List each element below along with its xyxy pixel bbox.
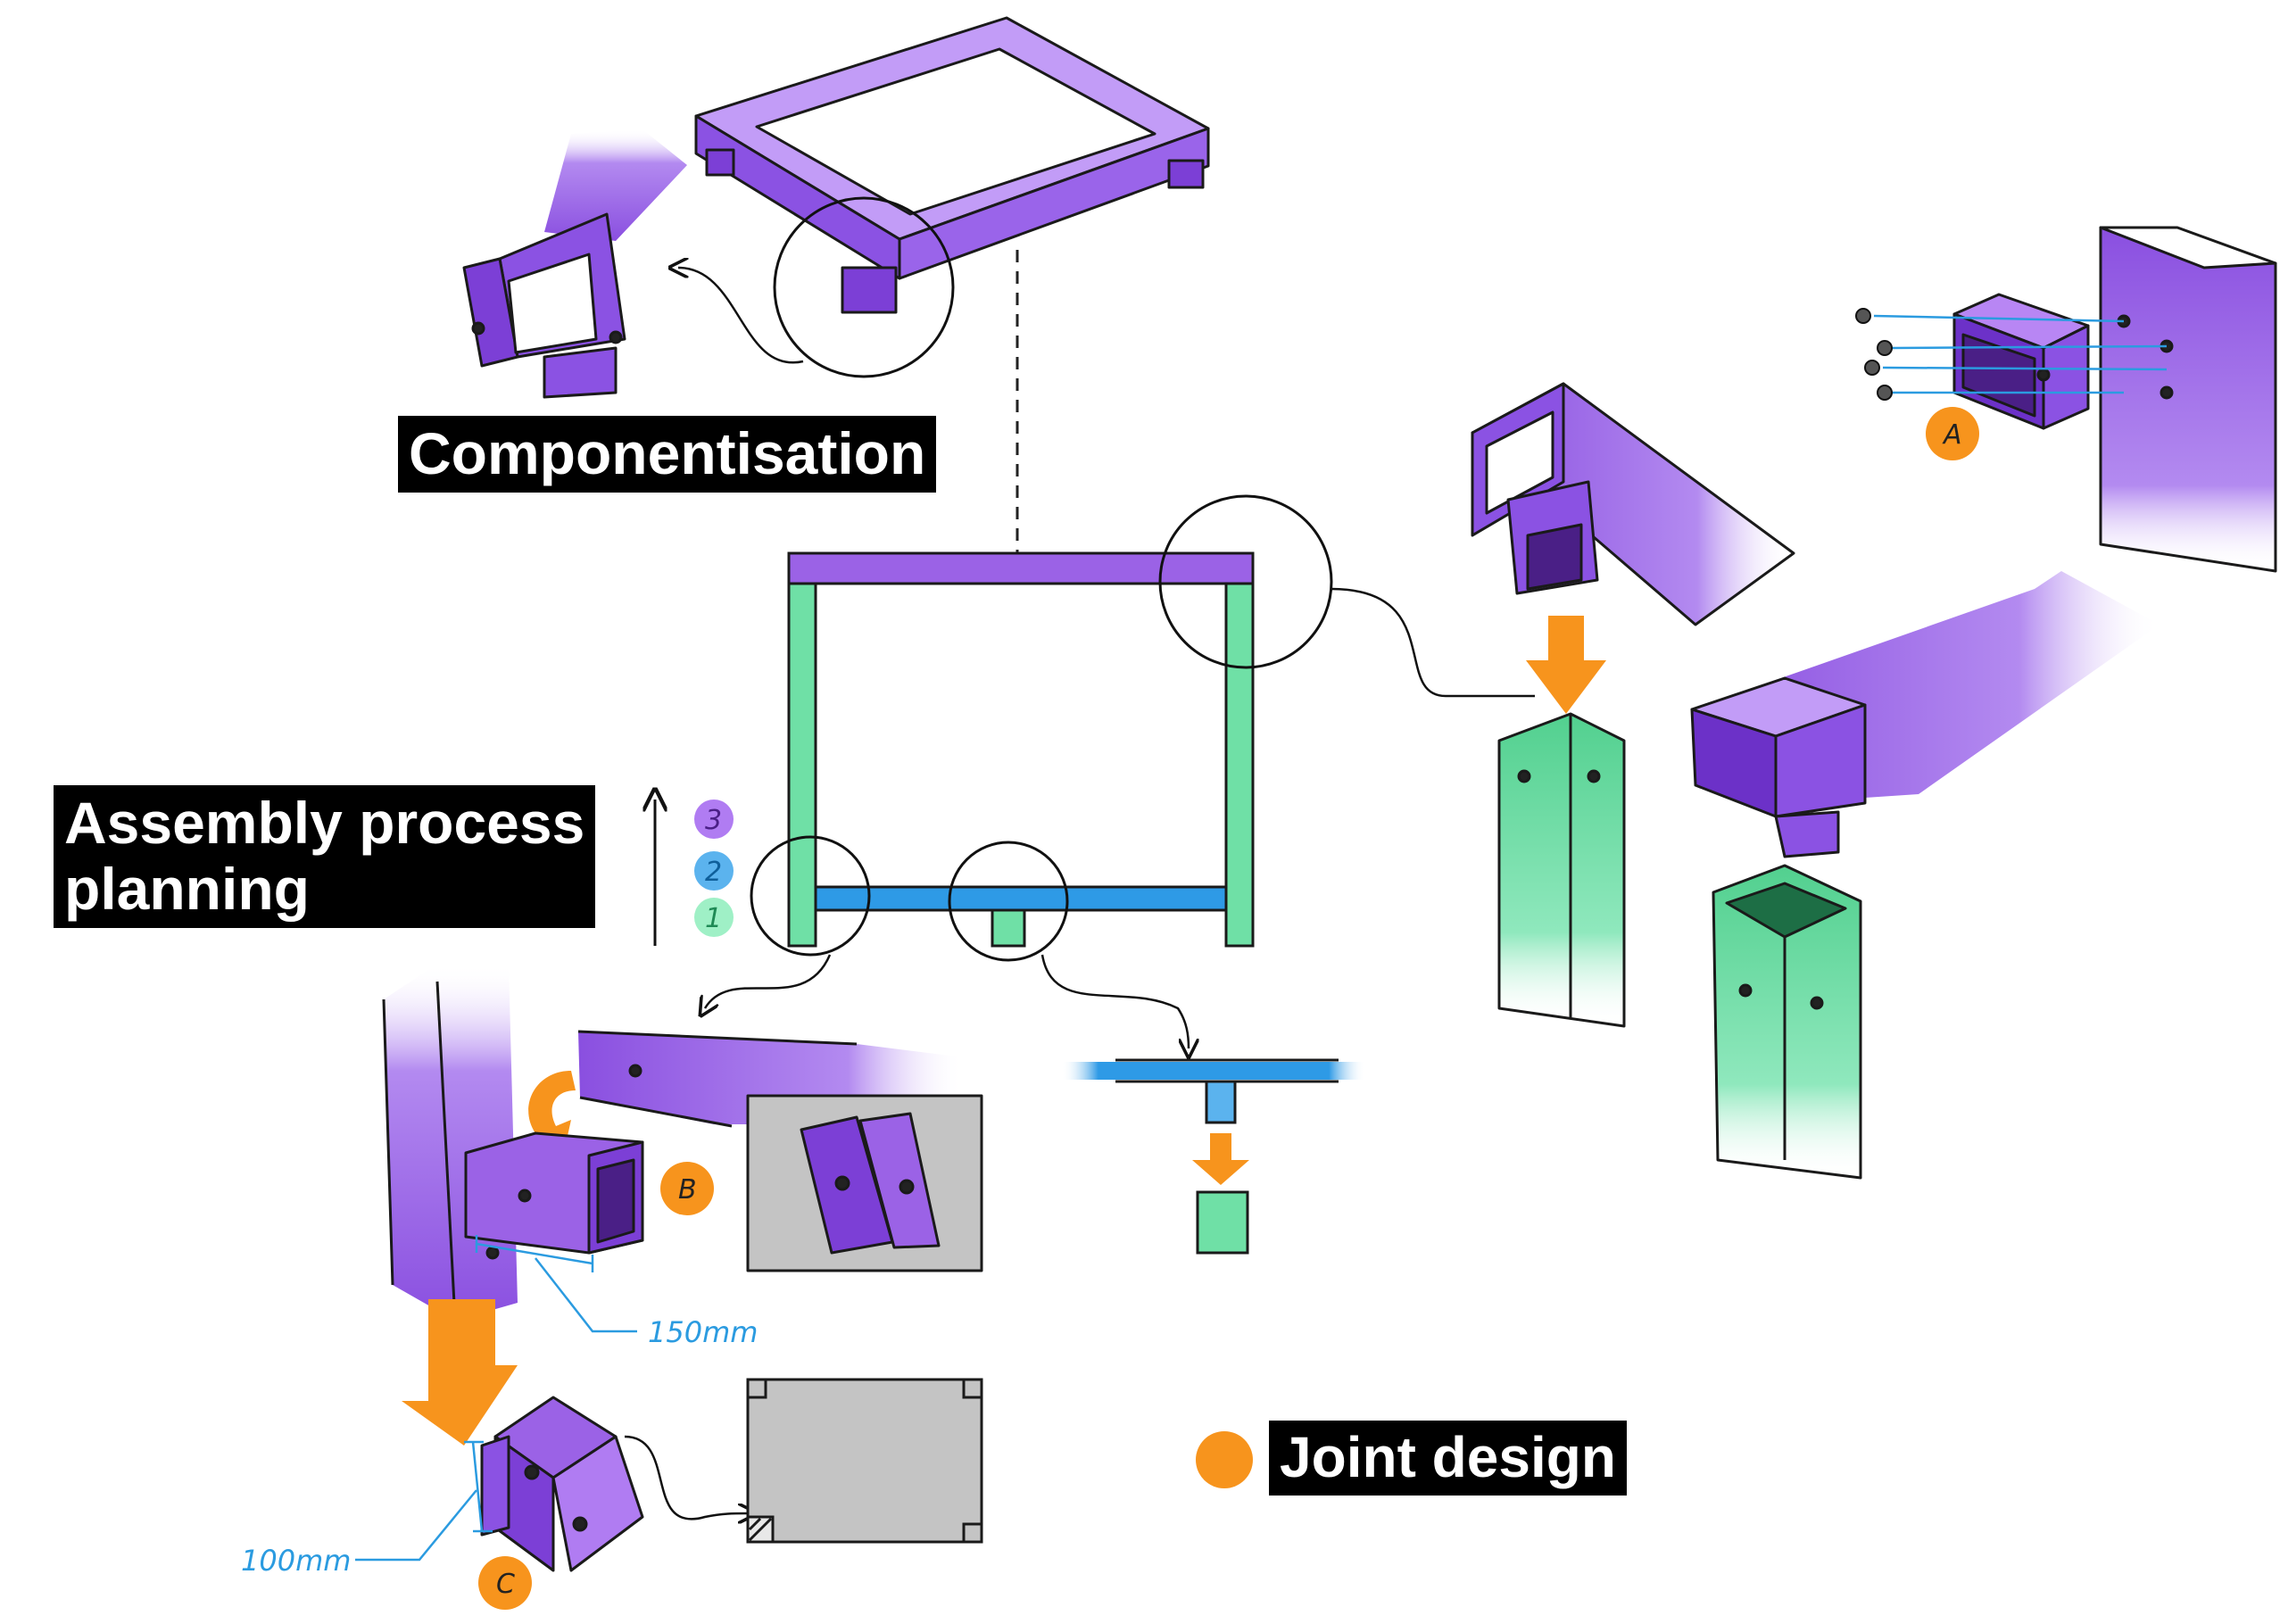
callout-line-center [1040,954,1189,1048]
detail-circle-bottom-left [750,835,871,957]
step-num-2: 2 [705,857,722,888]
center-stub-green [991,908,1026,948]
callout-line-c [624,1435,748,1519]
front-view-frame [787,551,1255,948]
step-num-3: 3 [705,805,722,836]
joint-side-detail [1690,571,2160,1180]
tag-a-text: A [1942,419,1962,451]
bolt-icons [1855,308,1893,401]
detail-circle-center [948,841,1069,962]
tag-a-badge [1926,407,1979,460]
t-joint-detail [1062,1058,1365,1255]
joint-design-label: Joint design [1269,1421,1627,1496]
joint-a-bolts [1873,314,2168,394]
tag-c-text: C [496,1569,515,1600]
dimension-150 [475,1235,637,1333]
joint-top-right-detail [1471,382,1795,1028]
callout-line-bottom-left [705,954,832,1008]
dimension-150-label: 150mm [648,1315,758,1349]
joint-design-legend-dot [1196,1431,1253,1488]
tag-b-text: B [678,1174,697,1206]
assembly-label-line2: planning [64,855,310,922]
joint-c-detail [402,1299,644,1572]
callout-line-componentisation [678,268,804,364]
top-beam-purple [787,551,1255,585]
dimension-100-label: 100mm [241,1544,351,1578]
assembly-process-label: Assembly process planning [54,785,596,928]
inset-panel-b [746,1094,983,1272]
inset-panel-c [746,1378,983,1544]
assembly-label-line1: Assembly process [64,790,585,856]
detail-circle-top-right [1158,494,1333,669]
joint-b-detail [382,964,964,1322]
joint-a-detail [1952,226,2277,573]
frame-perspective [694,16,1210,314]
step-num-1: 1 [705,903,722,934]
step-dot-1 [694,898,734,937]
dimension-100 [355,1440,493,1562]
cross-beam-blue [814,885,1228,912]
callout-line-right [1331,587,1535,698]
step-dot-2 [694,851,734,891]
left-leg-green [787,582,817,948]
componentisation-label: Componentisation [398,416,937,493]
detail-circle-frame [773,196,955,378]
right-leg-green [1224,582,1255,948]
corner-component-detail [462,129,687,399]
step-dot-3 [694,800,734,839]
tag-c-badge [478,1556,532,1610]
tag-b-badge [660,1162,714,1215]
